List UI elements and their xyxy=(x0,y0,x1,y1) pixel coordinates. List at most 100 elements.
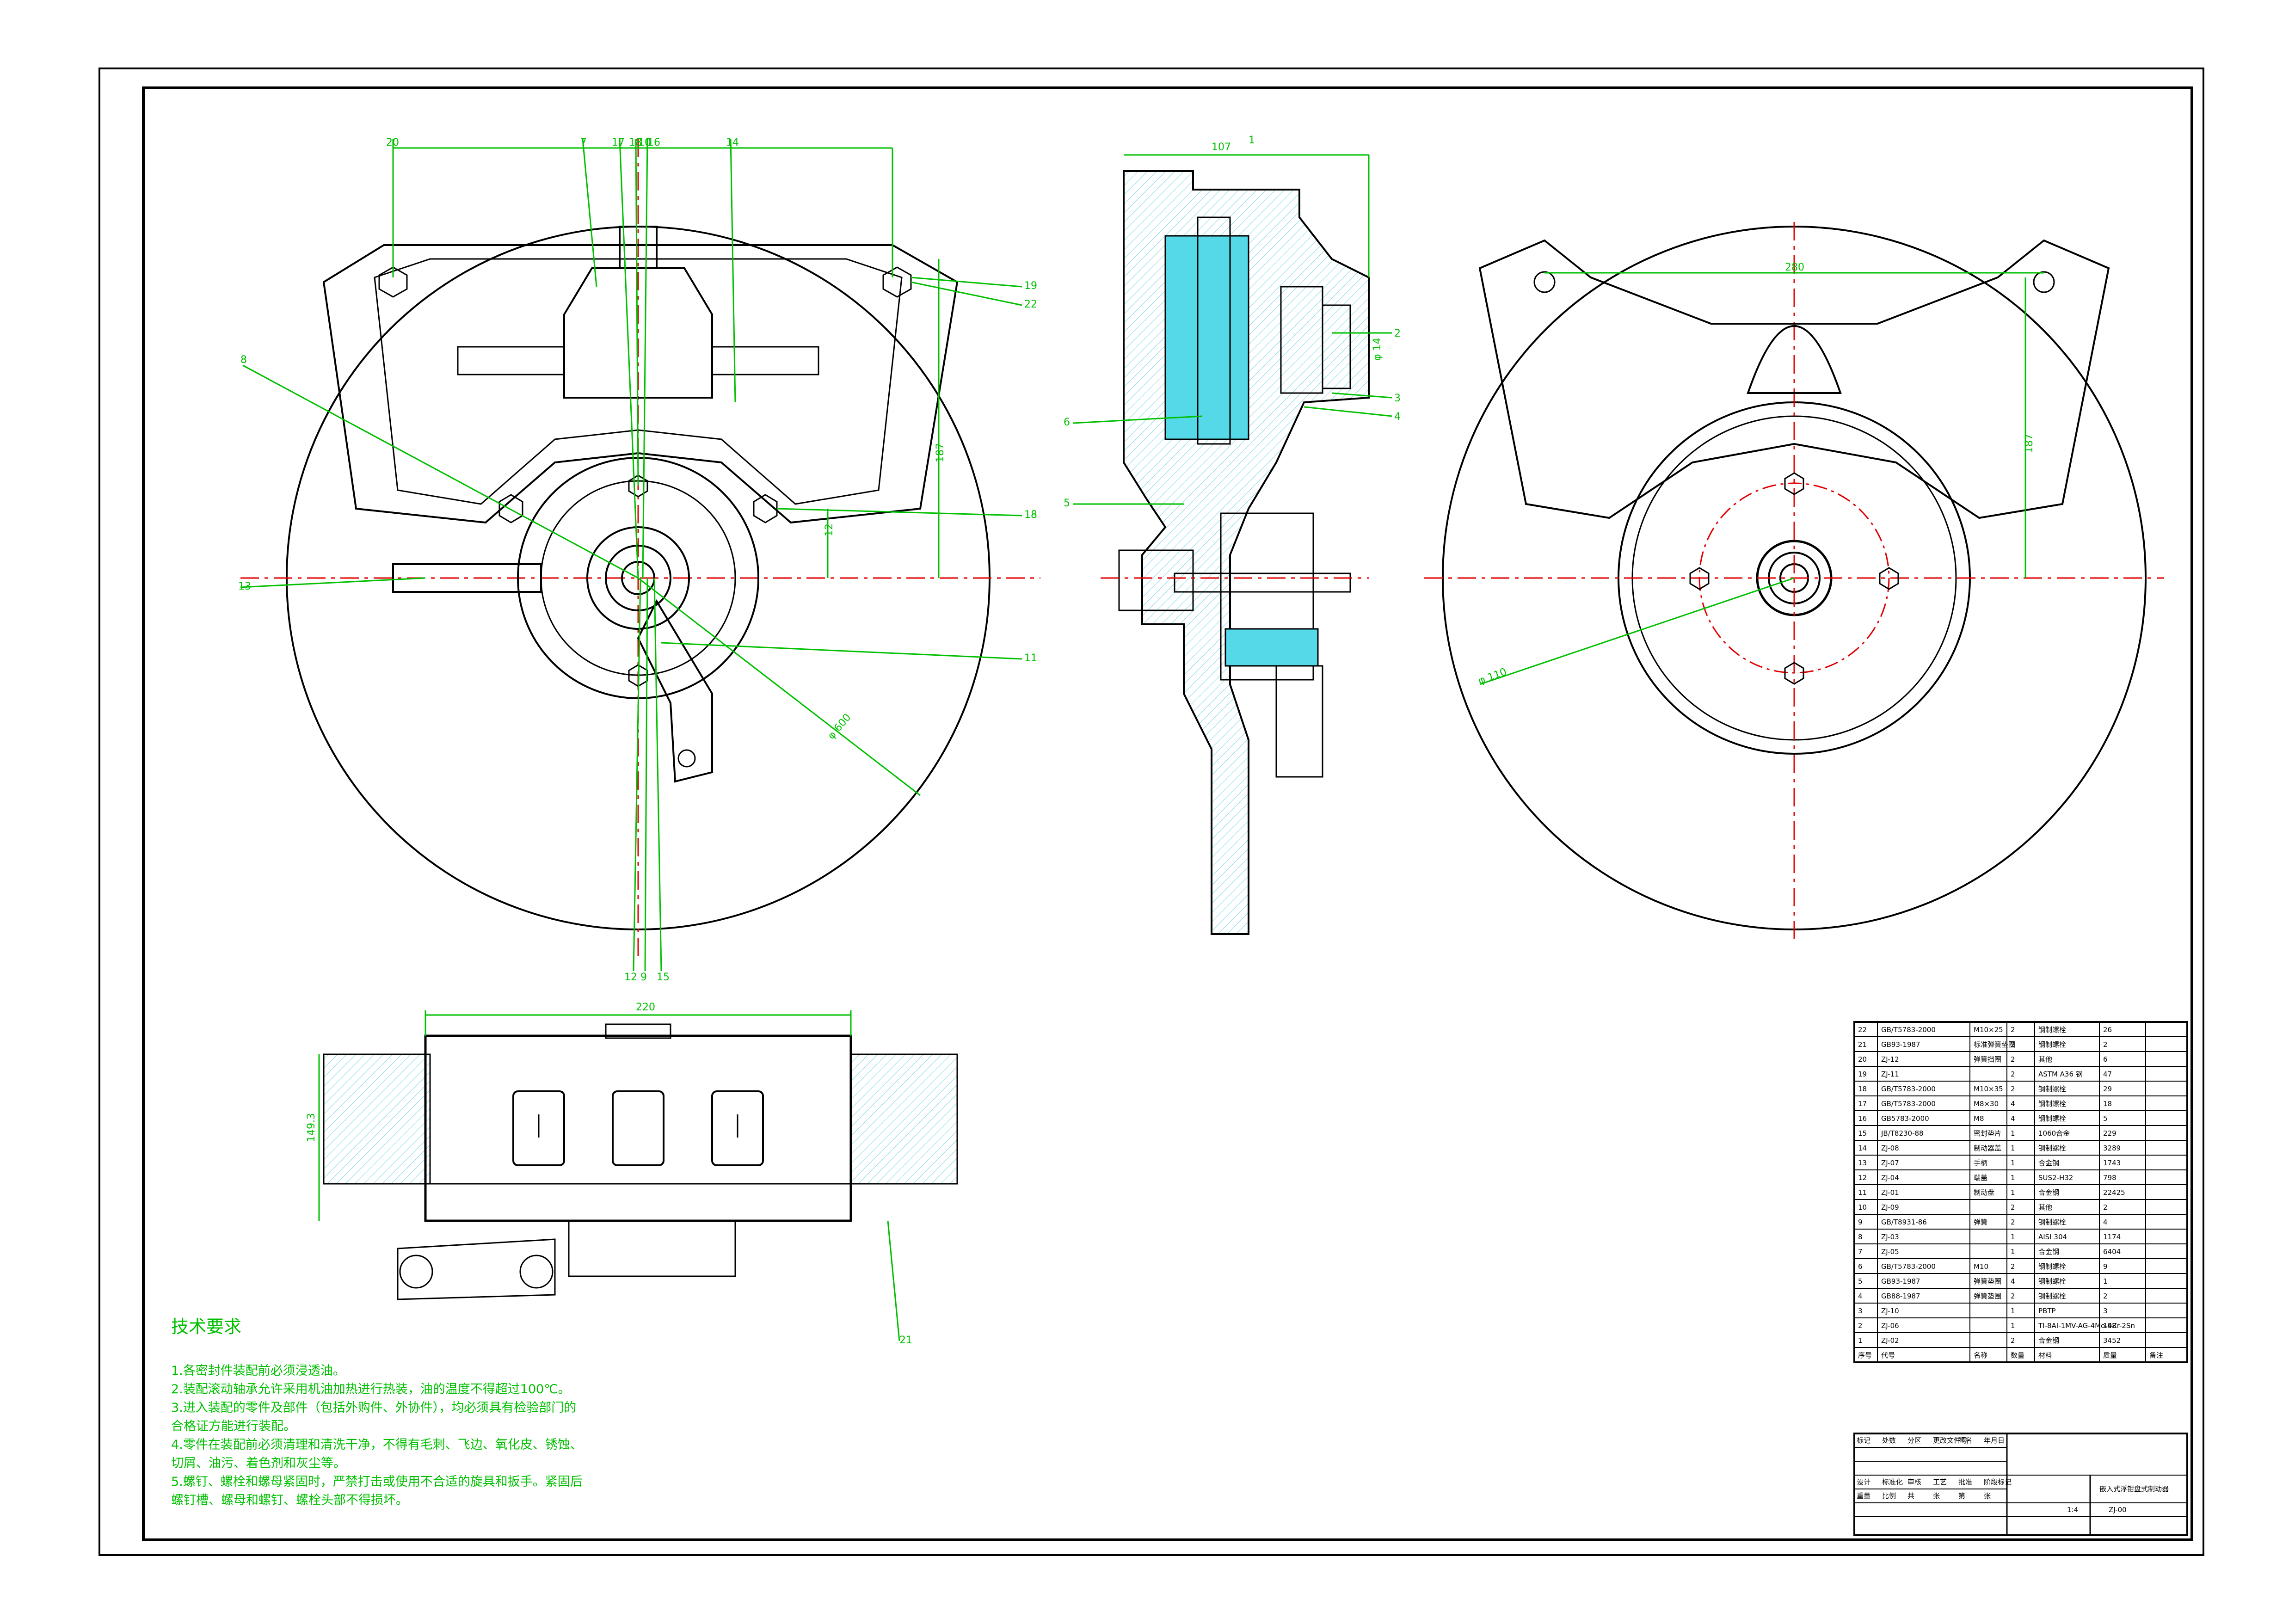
bom-cell: 钢制螺栓 xyxy=(2038,1085,2066,1093)
window-2 xyxy=(612,1090,665,1166)
bom-cell: 1 xyxy=(2011,1144,2015,1152)
bom-cell: ZJ-11 xyxy=(1881,1070,1899,1078)
shaft-ring xyxy=(605,545,671,611)
bom-cell: GB/T8931-86 xyxy=(1881,1218,1927,1226)
bom-cell: 钢制螺栓 xyxy=(2038,1292,2066,1300)
bom-cell: 10 xyxy=(1858,1203,1867,1212)
bom-cell: 2 xyxy=(2011,1292,2015,1300)
side-bolt-4 xyxy=(1879,567,1899,590)
bom-cell: 18 xyxy=(2103,1100,2112,1108)
side-view: 280 187 φ 110 xyxy=(1424,222,2164,939)
bom-cell: 2 xyxy=(2011,1040,2015,1049)
bom-cell: 钢制螺栓 xyxy=(2038,1026,2066,1034)
bom-cell: ZJ-10 xyxy=(1881,1307,1899,1315)
bom-cell: 端盖 xyxy=(1974,1174,1987,1182)
bom-cell: ZJ-03 xyxy=(1881,1233,1899,1241)
bolt-hex-4 xyxy=(753,494,778,523)
bom-cell: 1174 xyxy=(2103,1233,2121,1241)
side-bolt-2 xyxy=(1784,662,1804,685)
bom-cell: M10×35 xyxy=(1974,1085,2003,1093)
balloon-22: 22 xyxy=(1024,299,1037,310)
drawing-number: ZJ-00 xyxy=(2109,1506,2127,1514)
bearing-block xyxy=(1220,512,1314,681)
side-labels: 280 187 φ 110 xyxy=(1477,262,2035,687)
bom-cell: 198 xyxy=(2103,1322,2117,1330)
bom-cell: ZJ-02 xyxy=(1881,1336,1899,1345)
bom-cell: 弹簧垫圈 xyxy=(1974,1292,2001,1300)
lever-hole xyxy=(677,749,696,768)
bom-cell: 制动盘 xyxy=(1974,1188,1994,1197)
bom-cell: 9 xyxy=(1858,1218,1863,1226)
bom-cell: 2 xyxy=(2103,1203,2108,1212)
bom-cell: 其他 xyxy=(2038,1055,2052,1064)
bom-header-cell: 代号 xyxy=(1881,1351,1895,1359)
title-block-label: 处数 xyxy=(1882,1436,1896,1445)
balloon-8: 8 xyxy=(240,354,247,366)
bom-cell: 5 xyxy=(1858,1277,1863,1286)
top-cap xyxy=(605,1023,671,1039)
bom-cell: 13 xyxy=(1858,1159,1867,1167)
bom-cell: 1 xyxy=(2011,1322,2015,1330)
bom-cell: 2 xyxy=(2011,1203,2015,1212)
bom-cell: GB88-1987 xyxy=(1881,1292,1920,1300)
balloon-5: 5 xyxy=(1064,498,1070,509)
title-block-label: 批准 xyxy=(1958,1478,1972,1486)
section-leaders xyxy=(1072,154,1392,505)
bom-cell: 2 xyxy=(2011,1070,2015,1078)
bom-cell: SUS2-H32 xyxy=(2038,1174,2073,1182)
bom-cell: 2 xyxy=(2103,1292,2108,1300)
dim-12-front: 12 xyxy=(824,523,835,536)
bom-cell: 弹簧垫圈 xyxy=(1974,1277,2001,1286)
bom-cell: 钢制螺栓 xyxy=(2038,1262,2066,1271)
bom-cell: GB/T5783-2000 xyxy=(1881,1085,1936,1093)
title-block-label: 重量 xyxy=(1857,1492,1870,1500)
bom-cell: 合金钢 xyxy=(2038,1336,2059,1345)
top-housing xyxy=(563,267,713,399)
title-block-frame xyxy=(1853,1433,2188,1536)
top-right-hatch xyxy=(850,1053,958,1185)
bom-cell: 798 xyxy=(2103,1174,2117,1182)
bom-frame xyxy=(1853,1021,2188,1363)
top-lever-eye-2 xyxy=(519,1255,554,1289)
title-block-label: 工艺 xyxy=(1933,1478,1947,1486)
tech-requirement-line: 合格证方能进行装配。 xyxy=(171,1419,296,1433)
bom-cell: 1 xyxy=(2011,1188,2015,1197)
title-block-label: 分区 xyxy=(1907,1436,1921,1445)
bom-cell: 1 xyxy=(2011,1129,2015,1138)
tech-requirement-line: 1.各密封件装配前必须浸透油。 xyxy=(171,1364,345,1378)
bom-cell: 3452 xyxy=(2103,1336,2121,1345)
title-block-label: 比例 xyxy=(1882,1492,1896,1500)
section-labels: 107 1 2 3 4 6 5 φ 14 xyxy=(1064,135,1401,509)
bom-cell: 9 xyxy=(2103,1262,2108,1271)
balloon-12: 12 xyxy=(624,972,637,983)
bom-cell: 钢制螺栓 xyxy=(2038,1100,2066,1108)
title-block-label: 审核 xyxy=(1907,1478,1921,1486)
hub-bore xyxy=(586,526,690,630)
bom-cell: 1 xyxy=(2103,1277,2108,1286)
bom-cell: ASTM A36 钢 xyxy=(2038,1070,2083,1078)
bom-cell: 20 xyxy=(1858,1055,1867,1064)
balloon-6: 6 xyxy=(1064,417,1070,428)
bom-cell: 1 xyxy=(2011,1174,2015,1182)
tech-requirement-line: 5.螺钉、螺栓和螺母紧固时，严禁打击或使用不合适的旋具和扳手。紧固后 xyxy=(171,1475,583,1489)
bolt-hex-2 xyxy=(882,266,912,298)
bom-cell: 弹簧 xyxy=(1974,1218,1987,1226)
bearing-cyan xyxy=(1224,628,1319,667)
bom-cell: 2 xyxy=(1858,1322,1863,1330)
balloon-15: 15 xyxy=(657,972,670,983)
balloon-13: 13 xyxy=(238,581,251,592)
title-block-label: 年月日 xyxy=(1984,1436,2005,1445)
bom-cell: M8×30 xyxy=(1974,1100,1999,1108)
bom-cell: 5 xyxy=(2103,1114,2108,1123)
lever xyxy=(637,599,713,783)
bom-cell: 制动器盖 xyxy=(1974,1144,2001,1152)
bom-header-cell: 质量 xyxy=(2103,1351,2117,1359)
top-leaders xyxy=(318,1010,900,1341)
bom-cell: 3 xyxy=(1858,1307,1863,1315)
balloon-11: 11 xyxy=(1024,652,1037,664)
dim-149: 149.3 xyxy=(306,1113,317,1142)
title-block-label: 标准化 xyxy=(1882,1478,1903,1486)
bom-cell: 8 xyxy=(1858,1233,1863,1241)
piston-bore xyxy=(1197,216,1231,445)
